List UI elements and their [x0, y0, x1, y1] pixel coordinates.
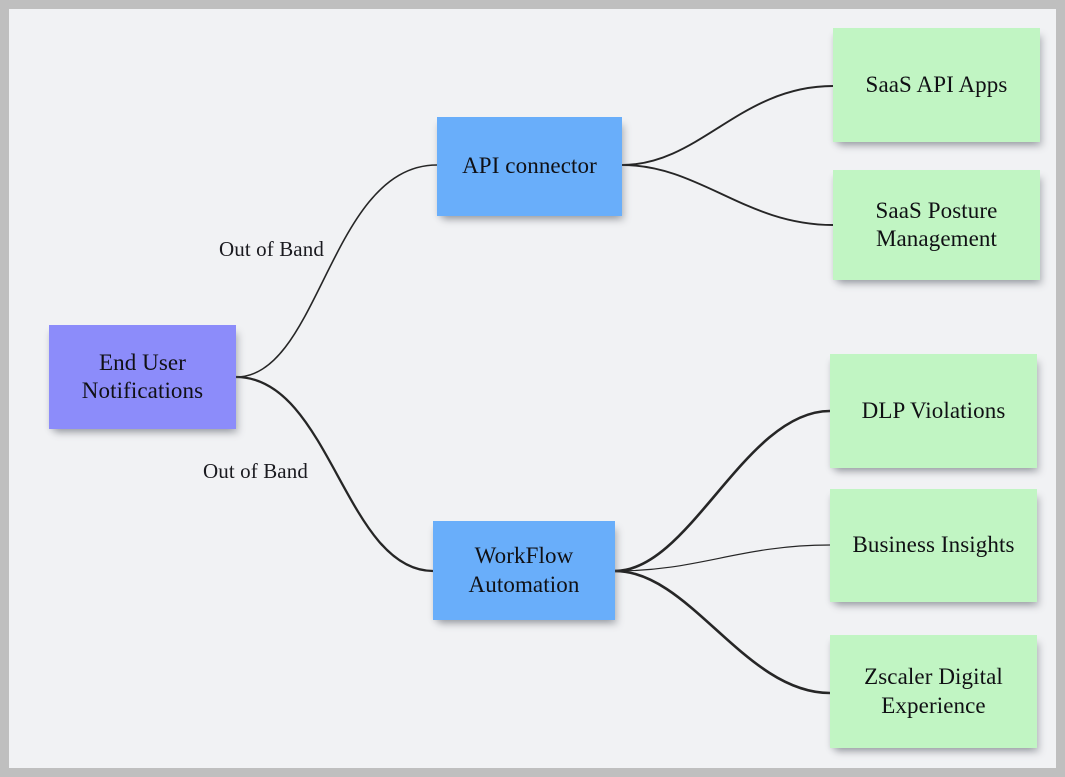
- node-label-line1: Zscaler Digital: [864, 664, 1003, 690]
- node-business-insights[interactable]: Business Insights: [830, 489, 1037, 602]
- node-label: SaaS Posture Management: [876, 197, 998, 253]
- node-zscaler-digital-experience[interactable]: Zscaler Digital Experience: [830, 635, 1037, 748]
- node-label: SaaS API Apps: [865, 71, 1008, 97]
- node-label-line1: SaaS Posture: [875, 197, 998, 223]
- node-label: Zscaler Digital Experience: [864, 663, 1003, 719]
- node-saas-api-apps[interactable]: SaaS API Apps: [833, 28, 1040, 142]
- node-label: WorkFlow Automation: [469, 542, 580, 598]
- node-saas-posture-management[interactable]: SaaS Posture Management: [833, 170, 1040, 280]
- node-label-line2: Management: [875, 226, 998, 251]
- node-workflow-automation[interactable]: WorkFlow Automation: [433, 521, 615, 620]
- node-label: Business Insights: [852, 532, 1015, 558]
- node-label: DLP Violations: [861, 397, 1006, 423]
- node-label-line2: Experience: [881, 692, 986, 718]
- node-label: API connector: [462, 153, 597, 179]
- node-label-line1: End User: [98, 349, 186, 375]
- node-end-user-notifications[interactable]: End User Notifications: [49, 325, 236, 429]
- edge-label-out-of-band-upper: Out of Band: [219, 237, 324, 261]
- node-label-line1: WorkFlow: [474, 543, 574, 569]
- edge-label-out-of-band-lower: Out of Band: [203, 459, 308, 483]
- node-label-line2: Automation: [468, 571, 580, 597]
- node-dlp-violations[interactable]: DLP Violations: [830, 354, 1037, 468]
- node-label-line2: Notifications: [81, 378, 204, 403]
- node-label: End User Notifications: [82, 349, 203, 405]
- node-api-connector[interactable]: API connector: [437, 117, 622, 216]
